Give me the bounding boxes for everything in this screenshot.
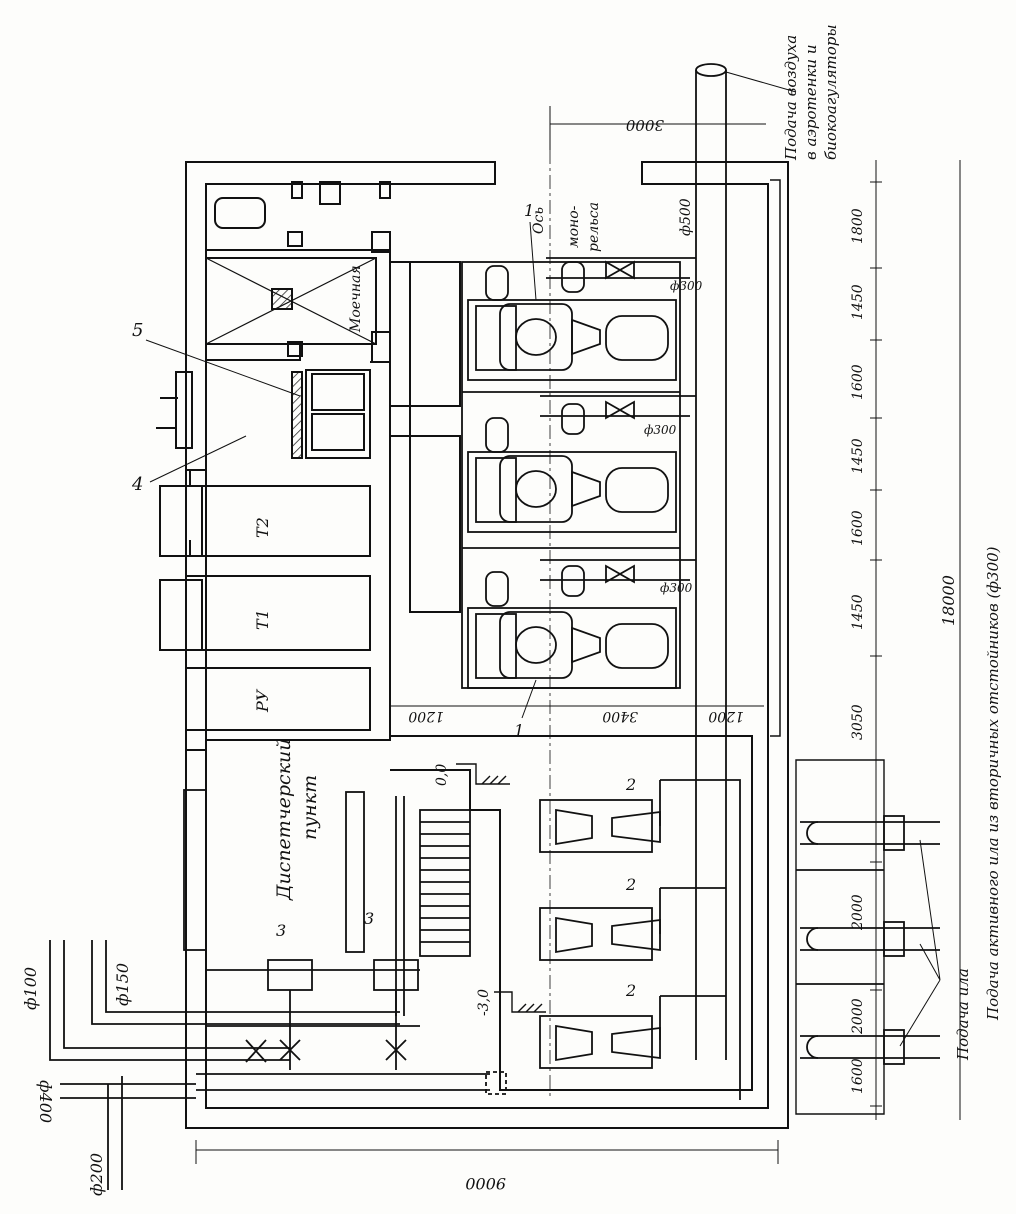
room-t1-label: Т1 [253,609,272,630]
air-pipelines [540,63,727,1060]
air-supply-label-2: в аэротенки и [802,44,820,160]
text-labels: Подача воздуха в аэротенки и биокоагулят… [21,24,1002,1196]
dispatch-label-2: пункт [299,775,321,840]
marker-5: 5 [132,320,143,341]
pump-hall [461,261,681,689]
monorail-axis-label-3: рельса [586,202,602,252]
pipe-d300-label-a: ф300 [670,279,703,293]
dim-3400: 3400 [602,708,638,724]
pump-unit-2 [467,417,677,533]
pump-unit-3 [467,571,677,689]
room-ru-label: РУ [253,688,272,713]
dim-9000: 9000 [465,1174,506,1193]
marker-1-bottom: 1 [514,721,524,740]
marker-3-b: 3 [364,909,374,928]
marker-2-c: 2 [625,981,636,1000]
monorail-axis-label-2: моно- [566,205,582,248]
dim-2000-b: 2000 [850,998,866,1035]
dim-1600-c: 1600 [850,1058,866,1094]
pipe-d100-label: ф100 [21,967,40,1010]
dim-18000: 18000 [939,575,958,626]
dispatch-room [183,789,507,1095]
leader-lines [145,71,941,1047]
dim-1600-a: 1600 [850,364,866,400]
air-supply-label: Подача воздуха [782,35,800,161]
dim-1800: 1800 [850,208,866,244]
pipe-d200-label: ф200 [87,1153,106,1196]
pipe-d150-label: ф150 [113,963,132,1006]
dim-2000-a: 2000 [850,894,866,931]
dispatch-label: Диспетчерский [273,738,295,901]
level-zero-label: 0,0 [434,764,450,786]
monorail-axis-label: Ось [531,207,547,234]
pump-unit-1 [467,265,677,381]
marker-2-a: 2 [625,775,636,794]
dim-1450-a: 1450 [850,284,866,320]
dim-1600-b: 1600 [850,510,866,546]
dim-1450-b: 1450 [850,438,866,474]
level-marks [456,763,546,1013]
pipe-d400-label: ф400 [36,1080,55,1123]
dim-3000: 3000 [625,116,664,134]
wash-room-label: Моечная [348,265,364,333]
marker-4: 4 [131,474,143,495]
dim-1450-c: 1450 [850,594,866,630]
pipe-d500-label: ф500 [678,198,694,236]
marker-3-a: 3 [276,921,286,940]
pipe-d300-label-c: ф300 [660,581,693,595]
pipe-d300-label-b: ф300 [644,423,677,437]
dimension-lines [195,106,961,1164]
inlet-pipes [49,940,400,1190]
level-minus-label: -3,0 [476,989,492,1016]
outer-walls [185,161,789,1129]
sludge-pumps [539,759,940,1115]
air-supply-label-3: биокоагуляторы [822,24,840,160]
room-t2-label: Т2 [253,517,272,538]
sludge-supply-label: Подача активного ила из вторичных отстой… [984,546,1002,1021]
marker-1-top: 1 [524,201,534,220]
dim-3050: 3050 [850,704,866,740]
sludge-supply-label-2: Подача ила [954,968,972,1061]
dim-1200-a: 1200 [408,708,444,724]
dim-1200-b: 1200 [708,708,744,724]
interior-walls [156,181,753,1091]
marker-2-b: 2 [625,875,636,894]
